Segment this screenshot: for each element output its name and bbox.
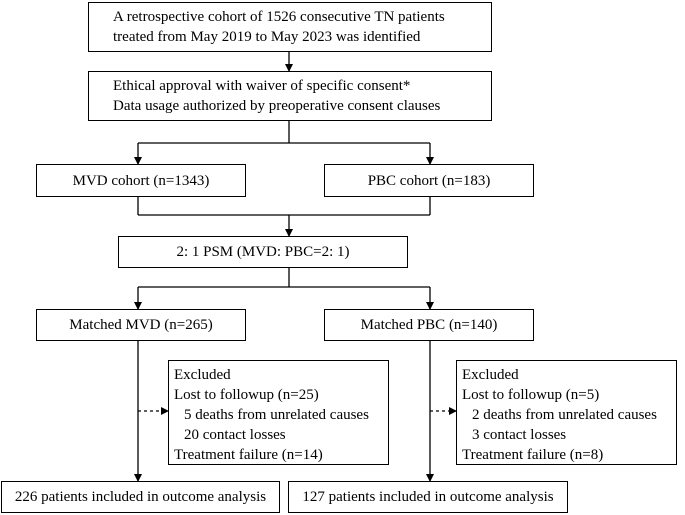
matched-mvd-box: Matched MVD (n=265) — [36, 309, 246, 341]
excluded-mvd-lost: Lost to followup (n=25) — [174, 387, 319, 403]
ethics-line2: Data usage authorized by preoperative co… — [113, 98, 441, 114]
excluded-pbc-title: Excluded — [462, 367, 519, 383]
psm-box: 2: 1 PSM (MVD: PBC=2: 1) — [118, 236, 408, 268]
outcome-pbc-label: 127 patients included in outcome analysi… — [302, 489, 554, 505]
cohort-box: A retrospective cohort of 1526 consecuti… — [88, 2, 492, 52]
excluded-mvd-title: Excluded — [174, 367, 231, 383]
matched-pbc-box: Matched PBC (n=140) — [324, 309, 534, 341]
mvd-cohort-box: MVD cohort (n=1343) — [36, 164, 246, 197]
mvd-cohort-label: MVD cohort (n=1343) — [72, 172, 210, 189]
outcome-pbc-box: 127 patients included in outcome analysi… — [288, 481, 568, 513]
matched-mvd-label: Matched MVD (n=265) — [69, 317, 213, 333]
excluded-pbc-lost: Lost to followup (n=5) — [462, 387, 600, 403]
matched-pbc-label: Matched PBC (n=140) — [360, 317, 498, 333]
excluded-pbc-deaths: 2 deaths from unrelated causes — [472, 407, 657, 423]
excluded-mvd-deaths: 5 deaths from unrelated causes — [184, 407, 369, 423]
excluded-mvd-box: Excluded Lost to followup (n=25) 5 death… — [168, 360, 389, 465]
excluded-pbc-contact: 3 contact losses — [472, 427, 567, 443]
outcome-mvd-label: 226 patients included in outcome analysi… — [14, 489, 267, 505]
excluded-mvd-contact: 20 contact losses — [184, 427, 286, 443]
psm-label: 2: 1 PSM (MVD: PBC=2: 1) — [176, 244, 350, 260]
cohort-line1: A retrospective cohort of 1526 consecuti… — [113, 9, 445, 25]
excluded-pbc-box: Excluded Lost to followup (n=5) 2 deaths… — [456, 360, 677, 465]
ethics-line1: Ethical approval with waiver of specific… — [113, 78, 411, 94]
excluded-mvd-failure: Treatment failure (n=14) — [174, 447, 323, 463]
cohort-line2: treated from May 2019 to May 2023 was id… — [113, 29, 421, 45]
pbc-cohort-label: PBC cohort (n=183) — [367, 172, 491, 189]
excluded-pbc-failure: Treatment failure (n=8) — [462, 447, 604, 463]
pbc-cohort-box: PBC cohort (n=183) — [324, 164, 534, 197]
outcome-mvd-box: 226 patients included in outcome analysi… — [1, 481, 280, 513]
ethics-box: Ethical approval with waiver of specific… — [88, 71, 492, 121]
